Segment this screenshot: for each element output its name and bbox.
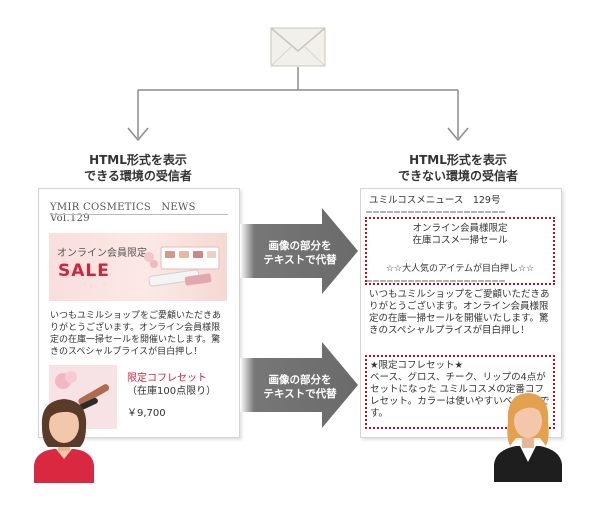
alt-text-2: ★限定コフレセット★ ベース、グロス、チーク、リップの4点がセットになった ユミ… xyxy=(370,360,550,419)
cosmetics-image xyxy=(144,246,220,287)
arrow-bottom xyxy=(240,342,358,428)
split-connector xyxy=(127,67,469,142)
arrow-top xyxy=(240,208,358,294)
recipient-avatar-left xyxy=(34,399,94,483)
html-mail-header: YMIR COSMETICS NEWS Vol.129 xyxy=(50,202,207,224)
sale-banner: オンライン会員限定 SALE xyxy=(49,233,227,301)
right-caption: HTML形式を表示できない環境の受信者 xyxy=(397,153,518,183)
text-mail-rule-bottom: ＝＝＝＝＝＝＝＝＝＝＝＝＝＝＝＝＝＝＝＝ xyxy=(365,277,506,286)
text-mail-header: ユミルコスメニュース 129号 xyxy=(369,195,501,206)
recipient-avatar-right xyxy=(494,393,562,482)
html-mail-body: いつもユミルショップをご愛顧いただきありがとうございます。オンライン会員様限定の… xyxy=(50,311,222,357)
header-rule xyxy=(50,214,228,215)
product-price: ￥9,700 xyxy=(127,408,166,419)
alt-text-1-line-1: オンライン会員様限定 xyxy=(412,223,508,234)
alt-text-1-line-4: ☆☆大人気のアイテムが目白押し☆☆ xyxy=(385,264,535,274)
alt-text-block-1 xyxy=(365,217,555,285)
text-mail-body: いつもユミルショップをご愛顧いただきありがとうございます。オンライン会員様限定の… xyxy=(369,289,550,336)
alt-text-1-line-2: 在庫コスメ一掃セール xyxy=(412,235,508,246)
product-name: 限定コフレセット xyxy=(127,373,207,384)
html-mail-panel: YMIR COSMETICS NEWS Vol.129 オンライン会員限定 SA… xyxy=(38,188,240,438)
arrow-top-label: 画像の部分をテキストで代替 xyxy=(263,240,337,266)
banner-title: オンライン会員限定 xyxy=(57,248,147,259)
left-caption: HTML形式を表示できる環境の受信者 xyxy=(84,153,192,183)
envelope-icon xyxy=(270,27,326,67)
text-mail-rule-top: ＝＝＝＝＝＝＝＝＝＝＝＝＝＝＝＝＝＝＝＝ xyxy=(365,208,506,217)
product-stock: （在庫100点限り） xyxy=(127,386,217,397)
arrow-bottom-label: 画像の部分をテキストで代替 xyxy=(263,374,337,400)
alt-text-block-2 xyxy=(365,355,555,429)
banner-sale: SALE xyxy=(58,261,110,281)
